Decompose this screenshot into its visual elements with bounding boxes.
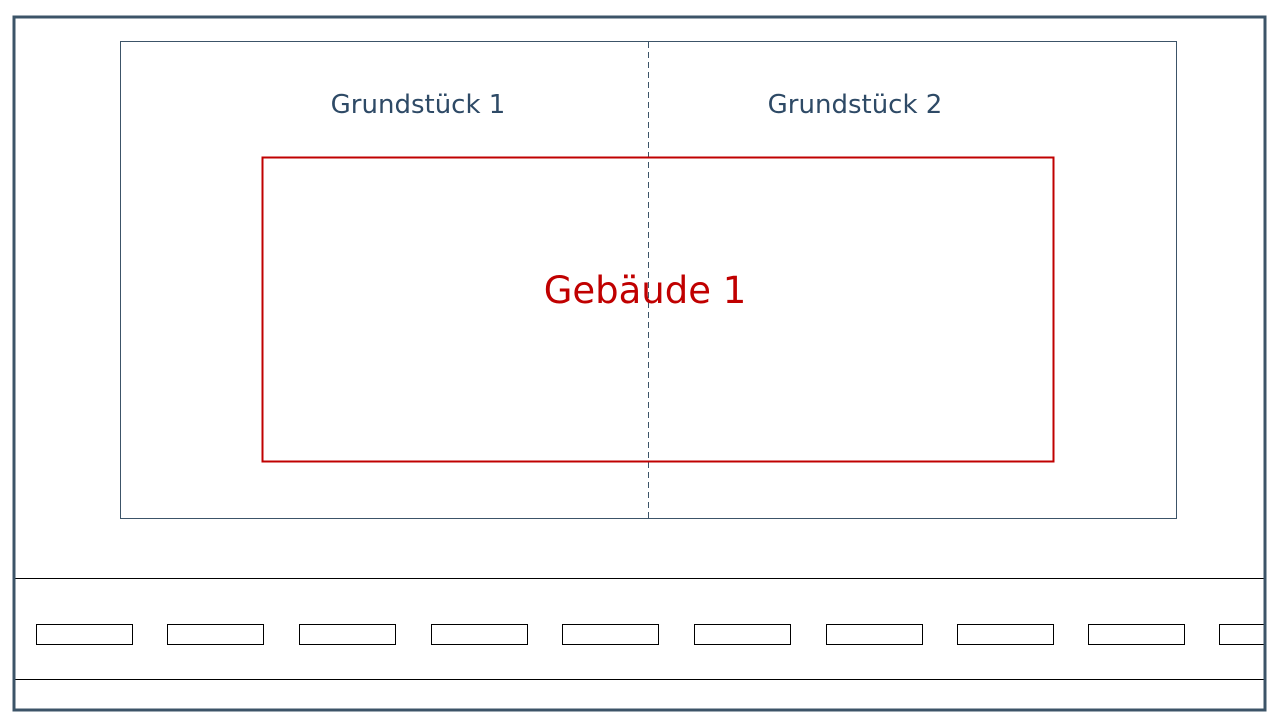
- lane-marking: [826, 624, 923, 645]
- parcels-boundary: [120, 41, 1177, 519]
- lane-marking: [167, 624, 264, 645]
- plot-2-label: Grundstück 2: [768, 90, 943, 120]
- lane-marking: [562, 624, 659, 645]
- lane-marking: [957, 624, 1054, 645]
- building-label: Gebäude 1: [544, 269, 747, 312]
- outer-frame: [12, 15, 1267, 712]
- lane-marking: [299, 624, 396, 645]
- outer-frame-overlay: [12, 15, 1267, 712]
- building-outline: [261, 156, 1055, 463]
- lane-marking: [431, 624, 528, 645]
- lane-marking: [36, 624, 133, 645]
- lane-marking: [1088, 624, 1185, 645]
- plot-1-label: Grundstück 1: [331, 90, 506, 120]
- road: [14, 578, 1266, 680]
- lane-marking: [1219, 624, 1266, 645]
- lane-marking: [694, 624, 791, 645]
